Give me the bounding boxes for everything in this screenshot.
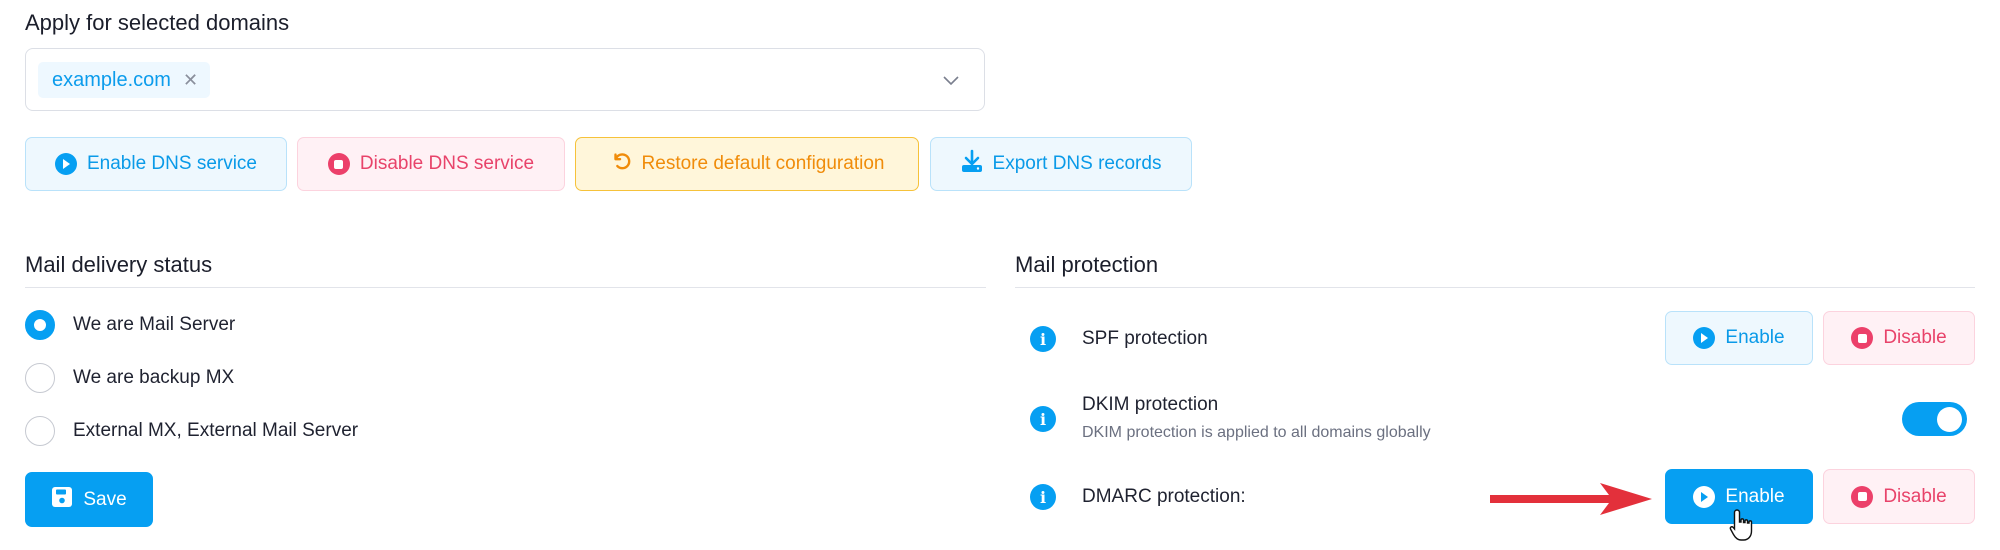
domain-select[interactable]: example.com ✕ <box>25 48 985 111</box>
enable-dns-service-button[interactable]: Enable DNS service <box>25 137 287 191</box>
domain-chip-label: example.com <box>52 68 171 91</box>
stop-circle-icon <box>327 153 350 175</box>
domain-chip: example.com ✕ <box>38 62 211 98</box>
export-dns-records-button[interactable]: Export DNS records <box>930 137 1192 191</box>
dmarc-protection-label: DMARC protection: <box>1082 486 1246 507</box>
save-icon <box>51 486 73 514</box>
annotation-arrow-icon <box>1490 483 1652 515</box>
radio-we-are-mail-server[interactable]: We are Mail Server <box>25 310 235 340</box>
dkim-toggle[interactable] <box>1902 402 1967 436</box>
dkim-protection-label: DKIM protection <box>1082 394 1219 415</box>
save-button[interactable]: Save <box>25 472 153 527</box>
radio-label: We are backup MX <box>73 367 235 388</box>
mail-protection-title: Mail protection <box>1015 252 1159 277</box>
toggle-knob <box>1937 406 1962 432</box>
download-icon <box>961 149 983 179</box>
radio-label: External MX, External Mail Server <box>73 420 359 441</box>
radio-button[interactable] <box>25 416 55 446</box>
spf-protection-label: SPF protection <box>1082 328 1208 349</box>
stop-circle-icon <box>1851 327 1874 349</box>
radio-we-are-backup-mx[interactable]: We are backup MX <box>25 363 234 393</box>
undo-icon <box>610 150 632 178</box>
section-divider <box>25 287 986 288</box>
dmarc-disable-button[interactable]: Disable <box>1823 469 1975 524</box>
radio-button-checked[interactable] <box>25 310 55 340</box>
radio-label: We are Mail Server <box>73 314 236 335</box>
disable-dns-service-button[interactable]: Disable DNS service <box>297 137 565 191</box>
mail-delivery-status-title: Mail delivery status <box>25 252 213 277</box>
restore-default-configuration-button[interactable]: Restore default configuration <box>575 137 919 191</box>
save-label: Save <box>83 488 127 510</box>
spf-enable-button[interactable]: Enable <box>1665 311 1813 365</box>
dkim-protection-subtitle: DKIM protection is applied to all domain… <box>1082 424 1431 441</box>
section-divider <box>1015 287 1975 288</box>
play-circle-icon <box>54 153 77 175</box>
spf-disable-button[interactable]: Disable <box>1823 311 1975 365</box>
spf-enable-label: Enable <box>1725 327 1785 348</box>
spf-disable-label: Disable <box>1883 327 1947 348</box>
chevron-down-icon[interactable] <box>942 73 960 91</box>
enable-dns-service-label: Enable DNS service <box>86 153 258 174</box>
play-circle-icon <box>1693 327 1716 349</box>
export-dns-records-label: Export DNS records <box>992 153 1162 174</box>
close-icon[interactable]: ✕ <box>182 70 199 90</box>
info-icon[interactable]: i <box>1030 484 1056 510</box>
restore-default-configuration-label: Restore default configuration <box>641 153 885 174</box>
stop-circle-icon <box>1851 485 1874 508</box>
dmarc-enable-label: Enable <box>1725 485 1785 507</box>
radio-external-mx[interactable]: External MX, External Mail Server <box>25 416 358 446</box>
apply-domains-title: Apply for selected domains <box>25 10 290 35</box>
dmarc-disable-label: Disable <box>1883 485 1947 507</box>
disable-dns-service-label: Disable DNS service <box>359 153 535 174</box>
info-icon[interactable]: i <box>1030 406 1056 432</box>
hand-cursor-icon <box>1729 509 1753 541</box>
radio-button[interactable] <box>25 363 55 393</box>
play-circle-icon <box>1693 485 1716 508</box>
info-icon[interactable]: i <box>1030 326 1056 352</box>
